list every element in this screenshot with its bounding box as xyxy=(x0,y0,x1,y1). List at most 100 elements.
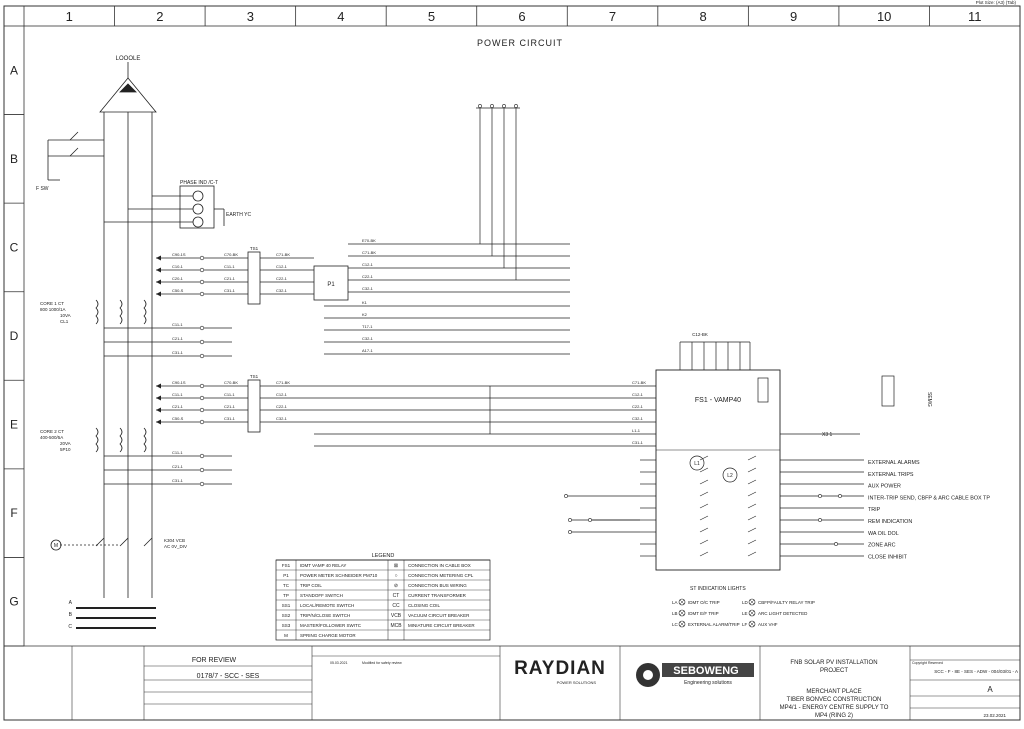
wire-label: C22-1 xyxy=(276,404,288,409)
title-block-grid xyxy=(71,646,1020,720)
terminal-icon xyxy=(199,291,205,297)
phase-indication-block xyxy=(104,185,225,229)
indicator-lamp-icon xyxy=(748,620,756,628)
arrow-icon xyxy=(156,291,161,297)
legend-symbol: MCB xyxy=(390,623,402,629)
wire-label: C22-1 xyxy=(632,404,644,409)
breaker-line-1: K304 VCB xyxy=(164,538,185,543)
legend-code: TP xyxy=(283,593,289,598)
wire-label: C22-1 xyxy=(276,276,288,281)
terminal-icon xyxy=(568,518,572,522)
contact-icon xyxy=(747,467,757,473)
revision-note: Modified for safety review xyxy=(362,661,402,665)
gear-logo-icon xyxy=(636,663,660,687)
legend-code: M xyxy=(284,633,288,638)
indicator-label: IDMT E/F TRIP xyxy=(688,611,719,616)
column-label: 5 xyxy=(428,9,435,24)
wire-label: C32-1 xyxy=(276,416,288,421)
lamp-l1: L1 xyxy=(694,461,700,467)
column-label: 3 xyxy=(247,9,254,24)
terminal-icon xyxy=(838,494,842,498)
contact-icon xyxy=(699,539,709,545)
project-label-2: PROJECT xyxy=(820,668,848,674)
terminal-icon xyxy=(568,530,572,534)
contact-icon xyxy=(699,455,709,461)
remote-box-label: SEMG xyxy=(926,392,932,407)
wire-label: C50-S xyxy=(172,288,184,293)
print-size-note: Plot Size: (A3) (Tab) xyxy=(976,0,1017,5)
wire-label: K2 xyxy=(362,312,368,317)
legend-desc: TRIP/N/CLOSE SWITCH xyxy=(300,613,350,618)
contact-icon xyxy=(747,491,757,497)
wire-label: C11-1 xyxy=(224,392,235,397)
contact-icon xyxy=(699,467,709,473)
ct2-line-4: 5P10 xyxy=(60,447,71,452)
row-label: C xyxy=(10,240,19,254)
indicator-label: CBFP/FAULTY RELAY TRIP xyxy=(758,600,815,605)
wire-label: C21-1 xyxy=(172,464,184,469)
contact-icon xyxy=(747,479,757,485)
contact-icon xyxy=(747,527,757,533)
wire-label: C22-1 xyxy=(362,274,374,279)
wire-label: C31-1 xyxy=(224,288,236,293)
contact-icon xyxy=(699,527,709,533)
terminal-icon xyxy=(514,104,518,108)
drawing-title-2: MP4 (RING 2) xyxy=(815,713,853,719)
wire-label: C31-1 xyxy=(172,478,184,483)
wire-label: C21-1 xyxy=(224,404,236,409)
motor-icon: M xyxy=(54,543,58,549)
output-label: INTER-TRIP SEND, CBFP & ARC CABLE BOX TP xyxy=(868,495,990,501)
location-sub: TIBER BONVEC CONSTRUCTION xyxy=(787,697,882,703)
wire-label: C50-S xyxy=(172,416,184,421)
relay-top-wire: C12-BK xyxy=(692,332,708,337)
status-stamp: FOR REVIEW xyxy=(192,657,237,664)
wire-label: C20-1 xyxy=(172,276,184,281)
wire-label: C32-1 xyxy=(362,286,374,291)
wire-label: A17-1 xyxy=(362,348,373,353)
legend-text: CONNECTION BUS WIRING xyxy=(408,583,467,588)
legend-code: SS1 xyxy=(282,603,291,608)
location: MERCHANT PLACE xyxy=(806,689,861,695)
project-label: FNB SOLAR PV INSTALLATION xyxy=(790,660,877,666)
legend-symbol: CC xyxy=(392,603,400,609)
wire-label: C11-1 xyxy=(224,264,235,269)
row-label: A xyxy=(10,63,18,77)
ct2-line-3: 20VA xyxy=(60,441,71,446)
earth-label: EARTH YC xyxy=(226,212,251,218)
revision-date: 05.03.2021 xyxy=(330,661,348,665)
ct1-line-4: CL1 xyxy=(60,319,69,324)
wire-label: C11-1 xyxy=(172,392,183,397)
terminal-icon xyxy=(199,395,205,401)
company1-sub: POWER SOLUTIONS xyxy=(557,680,597,685)
column-label: 9 xyxy=(790,9,797,24)
contact-icon xyxy=(699,479,709,485)
arrow-icon xyxy=(156,267,161,273)
column-label: 2 xyxy=(156,9,163,24)
wire-label: C71-BK xyxy=(632,380,646,385)
indicator-label: IDMT O/C TRIP xyxy=(688,600,720,605)
wire-label: E70-BK xyxy=(362,238,376,243)
column-label: 4 xyxy=(337,9,344,24)
terminal-icon xyxy=(199,407,205,413)
phase-indication-label: PHASE IND /C-T xyxy=(180,180,218,186)
legend-desc: SPRING CHARGE MOTOR xyxy=(300,633,356,638)
indicator-key: LD xyxy=(742,600,749,605)
company2-banner xyxy=(662,663,754,677)
column-label: 1 xyxy=(66,9,73,24)
legend-code: FS1 xyxy=(282,563,291,568)
indicator-key: LA xyxy=(672,600,678,605)
bus-label-a: A xyxy=(69,600,73,606)
wire-label: C12-1 xyxy=(276,392,288,397)
arrow-icon xyxy=(156,255,161,261)
terminal-icon xyxy=(564,494,568,498)
copyright: Copyright Reserved xyxy=(912,661,943,665)
column-label: 11 xyxy=(968,9,982,24)
bus-label-b: B xyxy=(69,612,73,618)
output-label: EXTERNAL TRIPS xyxy=(868,472,914,478)
contact-icon xyxy=(699,515,709,521)
indicator-lamp-icon xyxy=(748,609,756,617)
wire-label: T17-1 xyxy=(362,324,373,329)
arrow-icon xyxy=(156,279,161,285)
row-label: G xyxy=(9,595,18,609)
